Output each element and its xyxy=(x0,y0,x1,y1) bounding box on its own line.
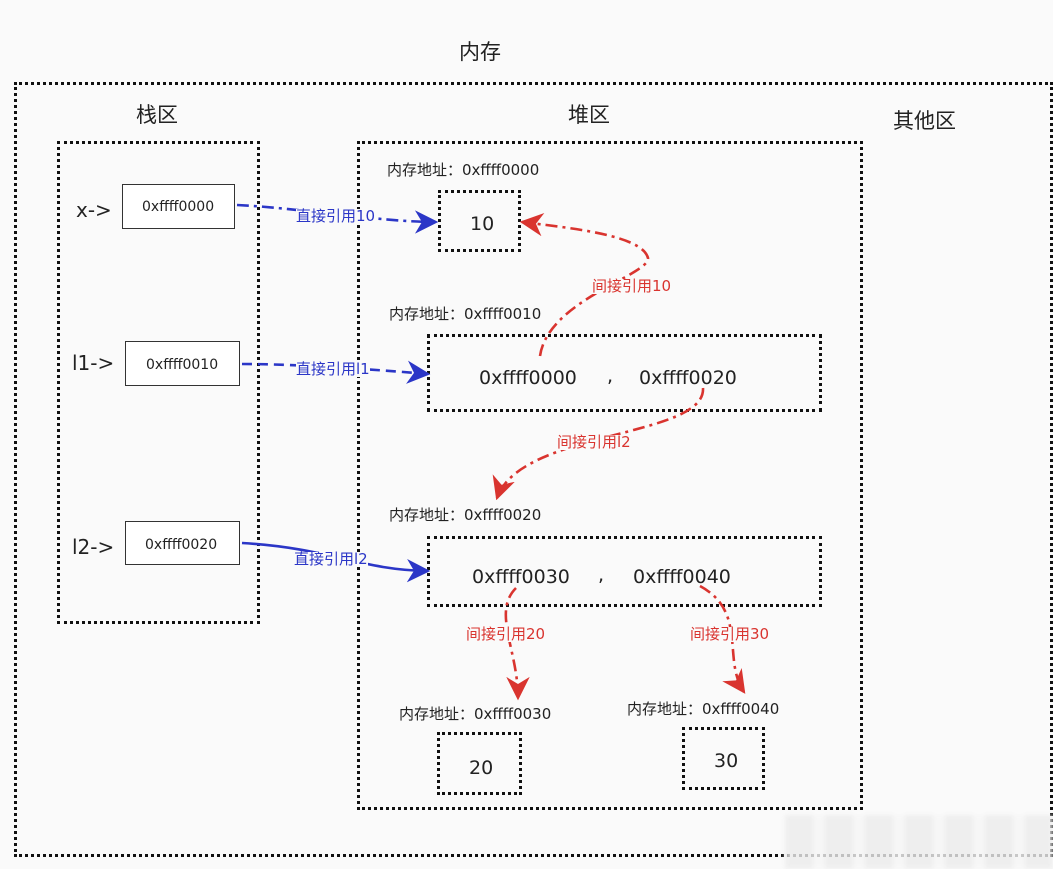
heap-cell-l1-sep: , xyxy=(607,365,614,387)
heap-cell-l2-ptr-a: 0xffff0030 xyxy=(472,566,570,588)
heap-cell-10-value: 10 xyxy=(470,213,495,235)
heap-cell-30: 30 xyxy=(682,727,765,790)
blurred-watermark xyxy=(785,815,1053,869)
stack-cell-l2: 0xffff0020 xyxy=(125,521,240,565)
other-region-title: 其他区 xyxy=(893,109,956,133)
heap-cell-l1-ptr-a: 0xffff0000 xyxy=(479,367,577,389)
edge-label-direct-l2: 直接引用l2 xyxy=(294,550,368,568)
stack-cell-l2-value: 0xffff0020 xyxy=(145,537,218,553)
heap-addr-0010: 内存地址：0xffff0010 xyxy=(389,305,542,323)
edge-label-indirect-20: 间接引用20 xyxy=(466,625,546,643)
edge-label-indirect-10: 间接引用10 xyxy=(592,277,672,295)
memory-region-box xyxy=(14,82,1053,857)
edge-label-direct-l1: 直接引用l1 xyxy=(296,360,370,378)
stack-cell-l1-value: 0xffff0010 xyxy=(146,357,219,373)
heap-addr-0020: 内存地址：0xffff0020 xyxy=(389,506,542,524)
stack-var-l1-label: l1-> xyxy=(72,351,115,375)
heap-cell-30-value: 30 xyxy=(714,750,739,772)
stack-var-l2-label: l2-> xyxy=(72,535,115,559)
stack-region-box xyxy=(57,141,260,624)
memory-title: 内存 xyxy=(459,40,501,64)
stack-cell-x-value: 0xffff0000 xyxy=(142,199,215,215)
heap-cell-l2-ptr-b: 0xffff0040 xyxy=(633,566,731,588)
heap-addr-0030: 内存地址：0xffff0030 xyxy=(399,705,552,723)
heap-cell-l2: 0xffff0030 , 0xffff0040 xyxy=(427,536,822,607)
heap-cell-20: 20 xyxy=(437,732,522,795)
heap-region-box xyxy=(357,141,863,810)
stack-region-title: 栈区 xyxy=(136,103,178,127)
edge-label-indirect-30: 间接引用30 xyxy=(690,625,770,643)
heap-addr-0040: 内存地址：0xffff0040 xyxy=(627,700,780,718)
heap-addr-0000: 内存地址：0xffff0000 xyxy=(387,161,540,179)
heap-region-title: 堆区 xyxy=(568,103,610,127)
heap-cell-l1: 0xffff0000 , 0xffff0020 xyxy=(427,334,822,412)
heap-cell-20-value: 20 xyxy=(469,757,494,779)
stack-cell-x: 0xffff0000 xyxy=(122,184,235,229)
stack-cell-l1: 0xffff0010 xyxy=(125,341,240,386)
edge-label-indirect-l2: 间接引用l2 xyxy=(557,433,631,451)
heap-cell-10: 10 xyxy=(438,190,521,252)
stack-var-x-label: x-> xyxy=(76,198,112,222)
heap-cell-l1-ptr-b: 0xffff0020 xyxy=(639,367,737,389)
heap-cell-l2-sep: , xyxy=(598,564,605,586)
edge-label-direct-10: 直接引用10 xyxy=(296,207,376,225)
